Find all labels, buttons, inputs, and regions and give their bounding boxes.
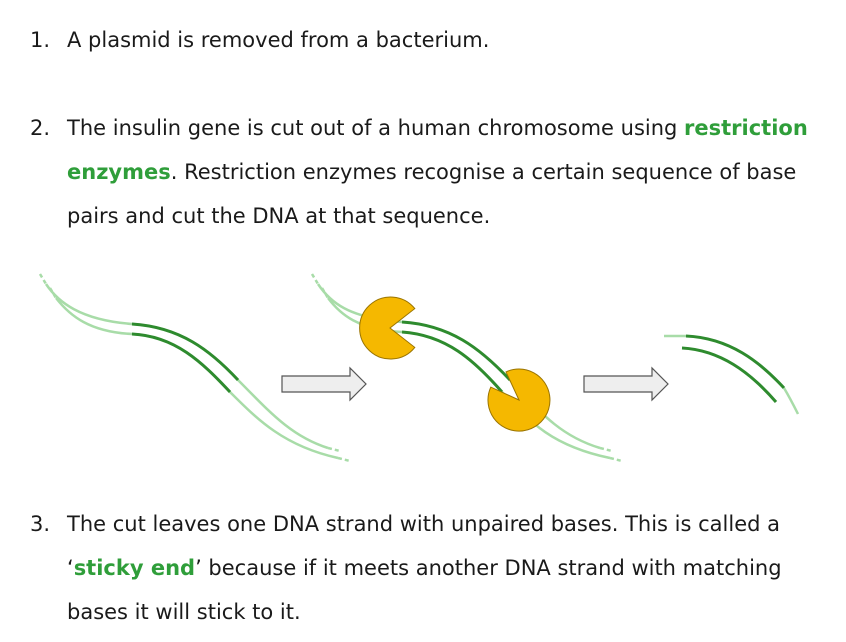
step-number: 3. — [30, 512, 51, 536]
highlight-term: restriction enzymes — [67, 116, 808, 184]
dna-gene-bottom — [681, 346, 778, 403]
right-arrow-icon — [583, 366, 669, 402]
step-text: The insulin gene is cut out of a human c… — [67, 106, 820, 238]
step-text: A plasmid is removed from a bacterium. — [67, 28, 490, 52]
step-number: 1. — [30, 28, 51, 52]
step-1: 1. A plasmid is removed from a bacterium… — [30, 18, 820, 62]
dna-gene-bottom — [401, 330, 504, 393]
dna-gene-top — [685, 334, 786, 390]
step-text-pre: The insulin gene is cut out of a human c… — [67, 116, 685, 140]
dna-dash — [599, 446, 613, 453]
dna-gene-bottom — [131, 332, 232, 394]
dna-strand-icon — [38, 273, 351, 463]
dna-strand-icon — [310, 273, 623, 463]
dna-dash — [38, 273, 48, 285]
dna-dash — [320, 287, 330, 299]
restriction-enzyme-diagram — [38, 273, 800, 463]
step-3: 3. The cut leaves one DNA strand with un… — [30, 502, 820, 634]
right-arrow-icon — [281, 366, 367, 402]
step-text-post: ’ because if it meets another DNA strand… — [67, 556, 782, 624]
dna-dash — [48, 287, 58, 299]
highlight-term: sticky end — [73, 556, 196, 580]
step-text-post: . Restriction enzymes recognise a certai… — [67, 160, 797, 228]
dna-dash — [337, 456, 351, 463]
gene-fragment-icon — [664, 334, 800, 415]
step-number: 2. — [30, 116, 51, 140]
step-text-pre: The cut leaves one DNA strand with unpai… — [67, 512, 780, 580]
dna-gene-top — [131, 322, 240, 382]
dna-light-top — [44, 283, 329, 450]
dna-dash — [609, 456, 623, 463]
restriction-enzyme-icon — [487, 368, 551, 432]
step-2: 2. The insulin gene is cut out of a huma… — [30, 106, 820, 238]
dna-dash — [327, 446, 341, 453]
dna-gene-top — [401, 320, 512, 382]
restriction-enzyme-icon — [359, 296, 416, 360]
dna-dash — [310, 273, 320, 285]
step-text: The cut leaves one DNA strand with unpai… — [67, 502, 820, 634]
sticky-end-light — [782, 387, 800, 415]
